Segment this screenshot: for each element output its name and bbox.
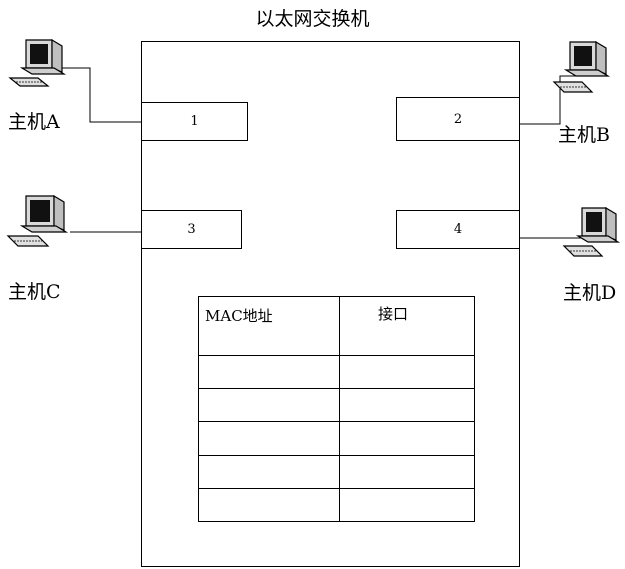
mac-cell [198, 421, 340, 456]
table-row [198, 354, 475, 390]
port-1-label: 1 [190, 114, 199, 129]
mac-cell [198, 388, 340, 423]
computer-icon-host-b [552, 40, 611, 93]
interface-cell [339, 388, 475, 423]
wire-host-a-port-1 [45, 67, 141, 123]
interface-header: 接口 [339, 296, 475, 356]
table-row [198, 454, 475, 489]
port-4-label: 4 [453, 222, 463, 237]
computer-icon-host-d [562, 206, 621, 257]
mac-table-header-row: MAC地址 接口 [198, 296, 475, 356]
port-3: 3 [141, 210, 242, 249]
mac-cell [198, 354, 340, 390]
port-1: 1 [141, 102, 248, 141]
table-row [198, 487, 475, 523]
host-a-label: 主机A [8, 111, 60, 133]
mac-cell [198, 454, 340, 489]
host-c-label: 主机C [8, 281, 61, 303]
ethernet-switch [141, 41, 520, 567]
interface-cell [339, 354, 475, 390]
table-row [198, 421, 475, 456]
interface-cell [339, 487, 475, 523]
host-b-label: 主机B [558, 124, 610, 146]
port-2-label: 2 [453, 111, 463, 127]
wire-host-b-port-2 [510, 75, 580, 125]
mac-address-header: MAC地址 [198, 296, 340, 356]
interface-cell [339, 454, 475, 489]
computer-icon-host-c [6, 194, 69, 247]
switch-title: 以太网交换机 [255, 8, 370, 30]
port-2: 2 [396, 97, 520, 141]
table-row [198, 388, 475, 423]
mac-address-table: MAC地址 接口 [198, 296, 475, 523]
port-3-label: 3 [187, 222, 196, 237]
computer-icon-host-a [8, 38, 67, 87]
host-d-label: 主机D [563, 282, 617, 304]
port-4: 4 [396, 210, 520, 249]
mac-cell [198, 487, 340, 523]
interface-cell [339, 421, 475, 456]
